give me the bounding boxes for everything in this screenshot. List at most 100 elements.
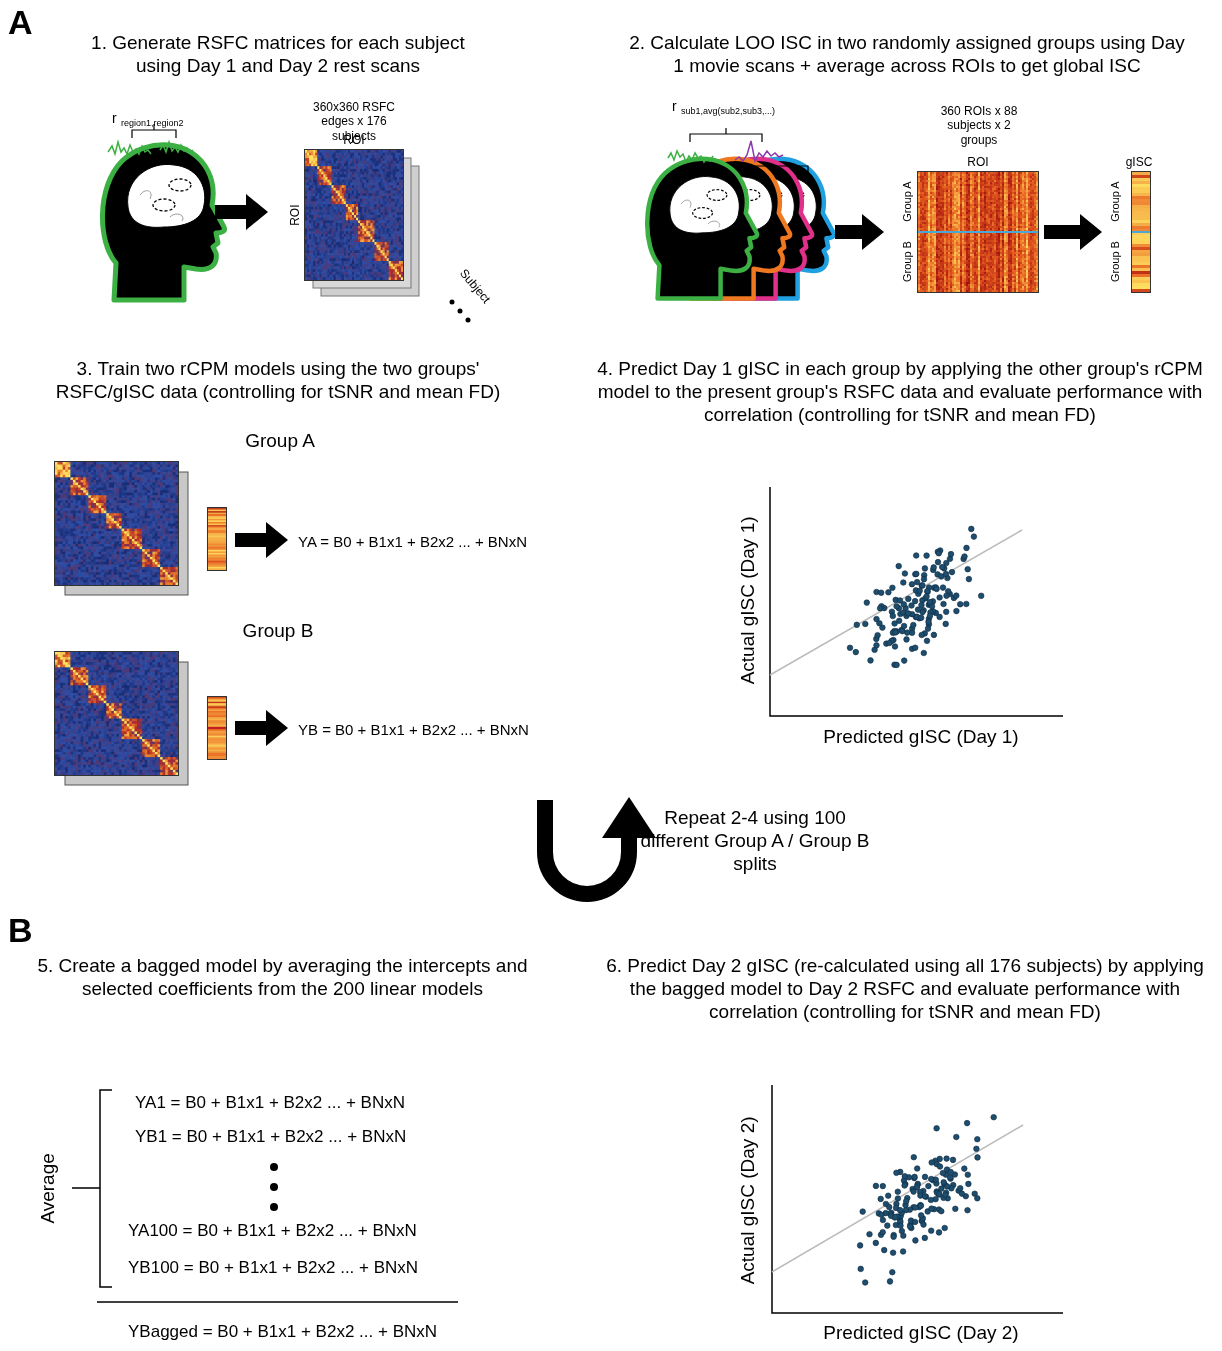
data-point xyxy=(975,1196,981,1202)
data-point xyxy=(868,658,874,664)
data-point xyxy=(964,545,970,551)
repeat-arrow xyxy=(545,800,629,894)
data-point xyxy=(892,1215,898,1221)
rsfc-matrix-stack: 360x360 RSFC edges x 176 subjectsROIROIS… xyxy=(305,150,435,290)
data-point xyxy=(903,1198,909,1204)
rule xyxy=(97,1301,458,1303)
data-point xyxy=(899,628,905,634)
group-label: Group A xyxy=(230,430,330,453)
bracket xyxy=(72,1090,112,1287)
data-point xyxy=(895,1196,901,1202)
arrow-shape xyxy=(1044,214,1102,250)
equation: YB1 = B0 + B1x1 + B2x2 ... + BNxN xyxy=(135,1127,435,1147)
data-point xyxy=(964,1120,970,1126)
data-point xyxy=(915,607,921,613)
data-point xyxy=(880,1217,886,1223)
data-point xyxy=(969,526,975,532)
data-point xyxy=(943,1192,949,1198)
data-point xyxy=(944,1184,950,1190)
data-point xyxy=(926,619,932,625)
data-point xyxy=(918,615,924,621)
axis-label: Predicted gISC (Day 1) xyxy=(796,726,1046,749)
data-point xyxy=(911,622,917,628)
data-point xyxy=(912,1219,918,1225)
axis xyxy=(770,487,1063,716)
data-point xyxy=(929,1206,935,1212)
step-heading: 6. Predict Day 2 gISC (re-calculated usi… xyxy=(595,955,1215,1023)
timeseries xyxy=(735,141,783,161)
data-point xyxy=(962,554,968,560)
block-arrow xyxy=(215,194,268,230)
data-point xyxy=(902,1183,908,1189)
data-point xyxy=(912,645,918,651)
equation: YBagged = B0 + B1x1 + B2x2 ... + BNxN xyxy=(128,1322,458,1342)
data-point xyxy=(913,1205,919,1211)
data-point xyxy=(857,1243,863,1249)
data-point xyxy=(964,601,970,607)
group-label: Group A xyxy=(1109,172,1122,232)
data-point xyxy=(896,563,902,569)
data-point xyxy=(911,1189,917,1195)
dot xyxy=(450,300,455,305)
data-point xyxy=(913,571,919,577)
data-point xyxy=(895,1189,901,1195)
gisc-strip xyxy=(1132,172,1150,292)
data-point xyxy=(922,1194,928,1200)
data-point xyxy=(917,588,923,594)
data-point xyxy=(894,1170,900,1176)
data-point xyxy=(914,571,920,577)
data-point xyxy=(943,609,949,615)
data-point xyxy=(940,1170,946,1176)
data-point xyxy=(912,1174,918,1180)
axis-label: Actual gISC (Day 1) xyxy=(737,500,760,700)
data-point xyxy=(929,1160,935,1166)
gisc-strip xyxy=(208,508,226,570)
data-point xyxy=(948,551,954,557)
data-point xyxy=(897,1207,903,1213)
group-label: Group B xyxy=(901,232,914,292)
data-point xyxy=(965,1172,971,1178)
matrix-heading: 360 ROIs x 88 subjects x 2 groups xyxy=(933,104,1025,147)
panel-letter: B xyxy=(8,910,48,951)
data-point xyxy=(901,580,907,586)
data-point xyxy=(919,632,925,638)
group-label: Group B xyxy=(228,620,328,643)
data-point xyxy=(904,637,910,643)
data-point xyxy=(918,1213,924,1219)
data-point xyxy=(926,1183,932,1189)
data-point xyxy=(892,644,898,650)
data-point xyxy=(922,1235,928,1241)
repeat-note: Repeat 2-4 using 100 different Group A /… xyxy=(640,807,870,875)
data-point xyxy=(905,611,911,617)
data-point xyxy=(924,553,930,559)
axis-label: Actual gISC (Day 2) xyxy=(737,1100,760,1300)
data-point xyxy=(886,590,892,596)
group-label: Group A xyxy=(901,172,914,232)
data-point xyxy=(937,1164,943,1170)
data-point xyxy=(937,595,943,601)
data-point xyxy=(854,622,860,628)
data-point xyxy=(899,1228,905,1234)
data-point xyxy=(901,623,907,629)
data-point xyxy=(886,1204,892,1210)
data-point xyxy=(954,593,960,599)
data-point xyxy=(975,1155,981,1161)
data-point xyxy=(971,534,977,540)
data-point xyxy=(878,590,884,596)
data-point xyxy=(894,662,900,668)
step-heading: 1. Generate RSFC matrices for each subje… xyxy=(68,32,488,78)
timeseries xyxy=(668,151,713,162)
data-point xyxy=(900,1249,906,1255)
data-point xyxy=(957,601,963,607)
data-point xyxy=(893,1214,899,1220)
data-point xyxy=(934,1126,940,1132)
axis xyxy=(772,1085,1063,1313)
data-point xyxy=(944,1156,950,1162)
data-point xyxy=(873,1240,879,1246)
data-point xyxy=(885,1193,891,1199)
data-point xyxy=(939,564,945,570)
isc-matrix xyxy=(918,172,1038,292)
data-point xyxy=(902,571,908,577)
